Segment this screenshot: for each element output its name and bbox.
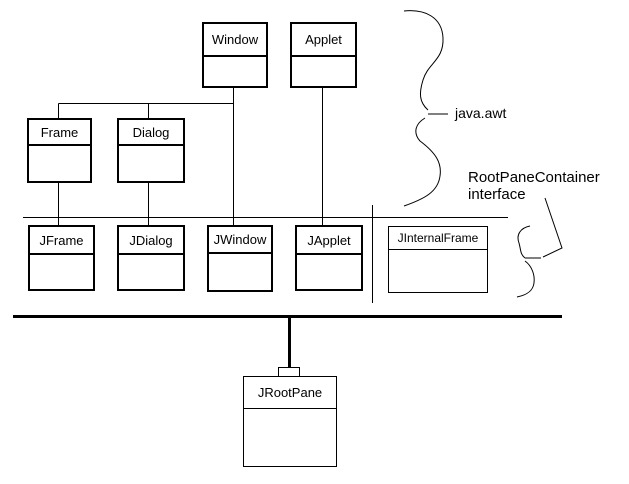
class-box-jdialog: JDialog (117, 225, 185, 291)
class-body-jwindow (209, 254, 271, 290)
class-name-jdialog: JDialog (119, 227, 183, 255)
class-box-dialog: Dialog (117, 118, 185, 183)
class-body-window (204, 57, 266, 86)
class-box-jinternalframe: JInternalFrame (388, 226, 488, 293)
class-name-dialog: Dialog (119, 120, 183, 146)
class-box-window: Window (202, 22, 268, 88)
class-name-japplet: JApplet (297, 227, 361, 255)
interface-pointer-line (542, 197, 563, 258)
rootpane-container-label: RootPaneContainer interface (468, 169, 600, 204)
java-awt-label: java.awt (455, 105, 507, 121)
class-name-window: Window (204, 24, 266, 57)
rootpane-container-label-line1: RootPaneContainer (468, 169, 600, 186)
class-box-japplet: JApplet (295, 225, 363, 291)
class-name-jwindow: JWindow (209, 227, 271, 254)
class-body-frame (29, 146, 90, 181)
class-body-applet (292, 57, 355, 86)
class-name-jrootpane: JRootPane (244, 377, 336, 409)
class-box-jframe: JFrame (28, 225, 95, 291)
class-body-jframe (30, 255, 93, 289)
class-name-applet: Applet (292, 24, 355, 57)
class-body-jinternalframe (389, 250, 487, 292)
class-box-frame: Frame (27, 118, 92, 183)
class-body-jdialog (119, 255, 183, 289)
class-name-jframe: JFrame (30, 227, 93, 255)
class-name-frame: Frame (29, 120, 90, 146)
class-box-jwindow: JWindow (207, 225, 273, 292)
rootpane-container-label-line2: interface (468, 186, 526, 204)
class-box-jrootpane: JRootPane (243, 376, 337, 467)
class-body-japplet (297, 255, 361, 289)
java-awt-brace (403, 10, 448, 207)
class-box-applet: Applet (290, 22, 357, 88)
class-body-jrootpane (244, 409, 336, 466)
rootpane-brace (516, 225, 541, 298)
class-name-jinternalframe: JInternalFrame (389, 227, 487, 250)
class-body-dialog (119, 146, 183, 181)
